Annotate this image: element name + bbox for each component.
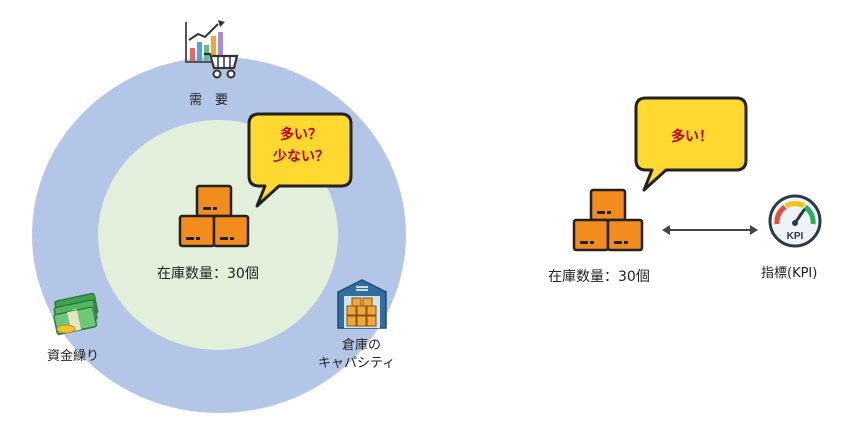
kpi-label: 指標(KPI) — [761, 266, 818, 281]
cashflow-label: 資金繰り — [47, 349, 100, 364]
demand-label: 需 要 — [189, 93, 229, 108]
kpi-gauge-icon: KPI — [768, 194, 822, 248]
right-speech-bubble — [632, 96, 752, 196]
inventory-boxes-icon — [178, 182, 250, 250]
left-speech-bubble — [245, 112, 355, 212]
right-inventory-boxes-icon — [572, 186, 644, 254]
money-icon — [52, 292, 104, 337]
left-bubble-line2: 少ない？ — [273, 149, 329, 165]
warehouse-label-line1: 倉庫の — [342, 338, 382, 353]
kpi-icon-text: KPI — [787, 231, 804, 242]
left-inventory-label: 在庫数量：30個 — [157, 266, 259, 282]
left-bubble-text: 多い？ 少ない？ — [252, 124, 350, 168]
right-bubble-text: 多い！ — [671, 129, 713, 145]
warehouse-label-line2: キャパシティ — [318, 356, 396, 371]
warehouse-icon — [336, 278, 388, 330]
demand-chart-cart-icon — [180, 18, 242, 80]
right-inventory-label: 在庫数量：30個 — [548, 269, 650, 285]
double-arrow-icon — [660, 222, 760, 238]
left-bubble-line1: 多い？ — [280, 127, 322, 143]
